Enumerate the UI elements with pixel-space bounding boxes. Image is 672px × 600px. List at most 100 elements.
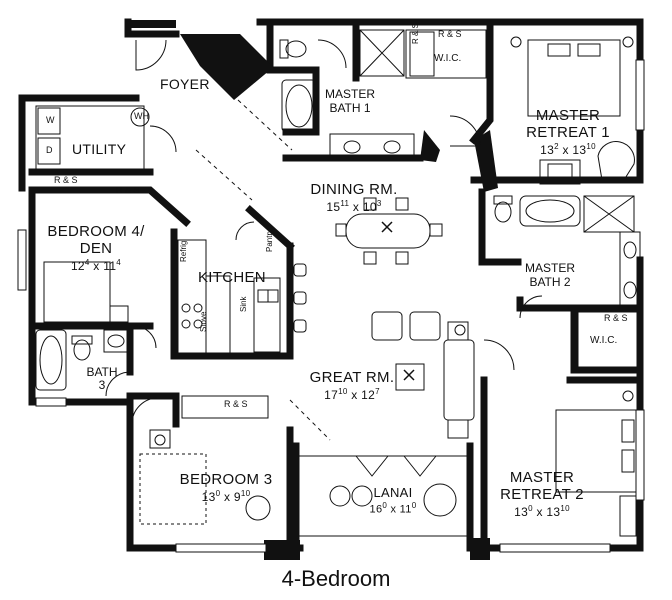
bed3-rs-closet [181, 395, 269, 419]
great-sofa [443, 339, 475, 421]
bath2-shower [583, 195, 635, 233]
label-great-room: GREAT RM. 1710 x 127 [300, 370, 404, 401]
bath3-toilet-tank [71, 335, 93, 345]
door-bath1 [317, 39, 347, 69]
bath2-tub-basin [525, 199, 575, 223]
label-utility: UTILITY [72, 141, 127, 157]
corner-foyer-wall [180, 34, 276, 100]
bed3-bed [139, 453, 207, 525]
lanai-table-1 [329, 485, 351, 507]
bath3-tub-basin [39, 335, 63, 385]
wic1-outline [405, 29, 487, 79]
window-retreat1 [635, 59, 645, 131]
label-master-retreat2: MASTER RETREAT 2 130 x 1310 [494, 470, 590, 518]
great-chair-2 [409, 311, 441, 341]
label-lanai-name: LANAI [373, 485, 413, 500]
fixture-bed3 [154, 434, 166, 446]
label-water-heater: WH [134, 111, 149, 121]
label-dining-name: DINING RM. [310, 181, 398, 198]
dryer-outline [37, 137, 61, 165]
label-dryer: D [46, 145, 53, 155]
bar-stool-3 [293, 319, 307, 333]
opening-foyer-kitchen [195, 149, 253, 201]
door-lanai [355, 455, 437, 477]
retreat2-pillow-t [621, 419, 635, 443]
lanai-table-2 [351, 485, 373, 507]
retreat1-chair [547, 163, 573, 179]
label-bedroom4-line1: BEDROOM 4/ [47, 223, 145, 240]
dim-lanai: 160 x 110 [369, 501, 417, 516]
label-master-bath1-line1: MASTER [324, 87, 375, 101]
label-master-bath2-line2: BATH 2 [529, 275, 571, 289]
label-great-name: GREAT RM. [309, 369, 395, 386]
label-refrig: Refrig [179, 240, 188, 262]
retreat1-pillow-l [547, 43, 571, 57]
label-master-bath1-line2: BATH 1 [329, 101, 371, 115]
dining-chair-3 [363, 251, 377, 265]
label-master-retreat2-line2: RETREAT 2 [500, 486, 584, 503]
door-retreat1 [449, 115, 481, 147]
door-kitchen-pantry [235, 221, 255, 241]
door-bath3 [105, 371, 131, 397]
dim-bedroom3: 130 x 910 [201, 489, 251, 504]
bath1-toilet-bowl [285, 40, 307, 58]
label-bath3-line2: 3 [98, 378, 106, 392]
bed4-bed [43, 261, 111, 323]
label-bedroom4: BEDROOM 4/ DEN 124 x 114 [44, 224, 148, 272]
great-end-table-2 [447, 419, 469, 439]
dim-master-retreat1: 132 x 1310 [540, 142, 596, 157]
label-rs-bath1: R & S [411, 23, 420, 44]
door-bath2 [519, 295, 543, 319]
door-bed3 [131, 397, 159, 425]
door-foyer [135, 39, 167, 71]
label-master-bath2-line1: MASTER [524, 261, 575, 275]
label-rs-retreat1: R & S [438, 29, 462, 39]
wall-left-bath3 [28, 322, 134, 406]
bath2-toilet-tank [493, 195, 513, 205]
label-bath3: BATH 3 [86, 366, 118, 391]
retreat2-dresser [619, 495, 637, 537]
retreat1-bed [527, 39, 621, 117]
fixture-retreat2 [622, 390, 634, 402]
bath2-sink-top [623, 241, 637, 259]
dining-chair-6 [335, 223, 347, 237]
dining-fan-icon [381, 221, 393, 233]
bed3-table [245, 495, 271, 521]
dim-great: 1710 x 127 [324, 387, 380, 402]
stove-burner-1 [181, 303, 191, 313]
opening-great-bed3 [289, 399, 331, 441]
dining-chair-1 [363, 197, 377, 211]
bath2-toilet-bowl [494, 201, 512, 223]
label-bedroom4-line2: DEN [79, 240, 113, 257]
wall-pantry [245, 205, 295, 251]
retreat1-rs-closet [409, 31, 435, 77]
bed4-nightstand [109, 305, 129, 323]
opening-foyer-dining [237, 99, 293, 151]
bar-stool-2 [293, 291, 307, 305]
wall-bath2-bottom [516, 296, 644, 312]
window-bed4 [17, 229, 27, 291]
dining-chair-4 [395, 251, 409, 265]
corner-bath1-wall [420, 130, 440, 162]
bath3-toilet-bowl [73, 339, 91, 361]
wall-left-utility [18, 94, 140, 192]
door-bed4 [133, 325, 157, 349]
fixture-great [454, 324, 466, 336]
label-master-retreat2-line1: MASTER [509, 469, 575, 486]
dining-table [345, 213, 431, 249]
dim-dining: 1511 x 103 [326, 199, 382, 214]
label-master-bath2: MASTER BATH 2 [520, 262, 580, 288]
bath1-shower [359, 29, 405, 77]
bath1-sink-right [383, 140, 401, 154]
bed3-nightstand [149, 429, 171, 449]
stove-burner-4 [193, 319, 203, 329]
washer-outline [37, 107, 61, 135]
label-master-retreat1-line1: MASTER [535, 107, 601, 124]
wall-retreat1-left [469, 18, 494, 145]
wall-foyer-right [266, 18, 320, 136]
bath3-tub [35, 329, 67, 391]
label-rs-utility: R & S [54, 175, 78, 185]
door-retreat2 [483, 339, 515, 371]
bath2-tub [519, 195, 581, 227]
